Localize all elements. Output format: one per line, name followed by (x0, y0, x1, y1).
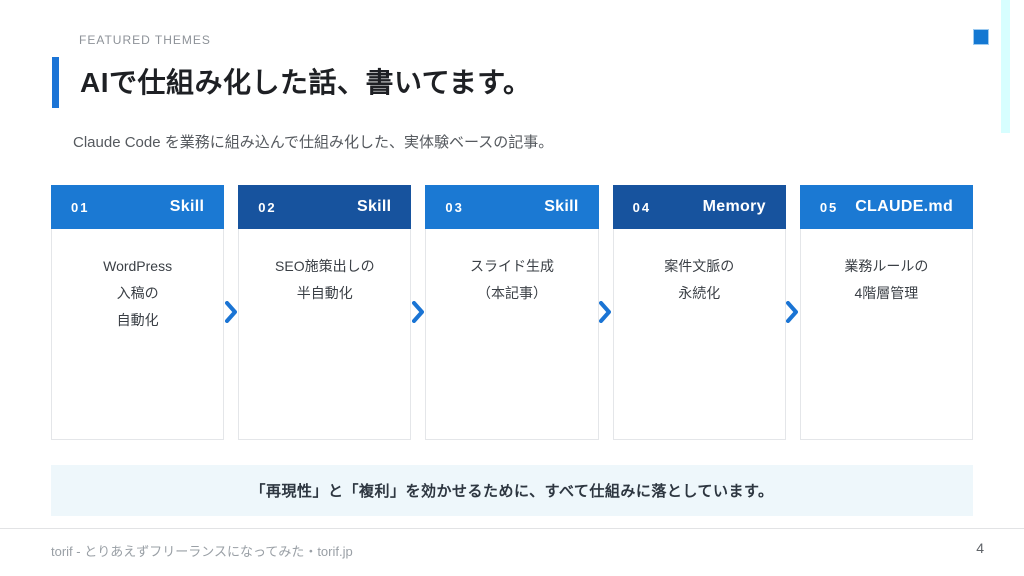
card-number: 02 (258, 199, 277, 215)
card-step-1: 01 Skill WordPress 入稿の 自動化 (51, 185, 225, 440)
card-tag: Skill (357, 198, 392, 215)
card-step-3: 03 Skill スライド生成 （本記事） (425, 185, 599, 440)
page-number: 4 (976, 540, 984, 556)
cards-row: 01 Skill WordPress 入稿の 自動化 02 Skill SEO施… (51, 185, 974, 440)
card-line: 自動化 (116, 312, 159, 328)
eyebrow-label: FEATURED THEMES (79, 33, 211, 47)
card-body: 案件文脈の 永続化 (614, 229, 785, 307)
card-number: 05 (819, 199, 839, 215)
subtitle: Claude Code を業務に組み込んで仕組み化した、実体験ベースの記事。 (73, 134, 554, 151)
chevron-right-icon (786, 301, 798, 323)
footer-site-label: torif - とりあえずフリーランスになってみた・torif.jp (51, 544, 353, 559)
summary-banner: 「再現性」と「複利」を効かせるために、すべて仕組みに落としています。 (51, 465, 973, 516)
card-line: スライド生成 (470, 258, 554, 274)
card-line: （本記事） (477, 285, 547, 301)
card-step-4: 04 Memory 案件文脈の 永続化 (612, 185, 786, 440)
card-line: SEO施策出しの (275, 258, 375, 274)
chevron-right-icon (412, 301, 424, 323)
corner-square-decoration (973, 29, 989, 45)
card-tag: Memory (702, 198, 766, 215)
card-line: 案件文脈の (664, 258, 735, 274)
card-tag: Skill (544, 198, 579, 215)
card-body: SEO施策出しの 半自動化 (239, 229, 410, 307)
card-header: 02 Skill (238, 185, 412, 229)
chevron-right-icon (225, 301, 237, 323)
card-header: 05 CLAUDE.md (799, 185, 974, 229)
card-line: 半自動化 (296, 285, 353, 301)
card-line: 永続化 (678, 285, 721, 301)
card-number: 01 (71, 199, 90, 215)
card-body: スライド生成 （本記事） (426, 229, 597, 307)
card-step-2: 02 Skill SEO施策出しの 半自動化 (238, 185, 412, 440)
card-line: 入稿の (116, 285, 159, 301)
card-line: 業務ルールの (844, 258, 929, 274)
card-line: 4階層管理 (854, 285, 919, 301)
footer-divider (0, 528, 1024, 529)
card-header: 04 Memory (612, 185, 786, 229)
card-body: 業務ルールの 4階層管理 (801, 229, 972, 307)
card-number: 03 (445, 199, 464, 215)
card-tag: Skill (169, 198, 205, 215)
chevron-right-icon (599, 301, 611, 323)
card-header: 03 Skill (425, 185, 599, 229)
card-tag: CLAUDE.md (855, 198, 954, 215)
card-number: 04 (632, 199, 652, 215)
card-header: 01 Skill (51, 185, 225, 229)
card-step-5: 05 CLAUDE.md 業務ルールの 4階層管理 (799, 185, 974, 440)
edge-stripe-decoration (1001, 0, 1010, 133)
card-line: WordPress (103, 258, 173, 274)
page-title: AIで仕組み化した話、書いてます。 (80, 67, 532, 98)
card-body: WordPress 入稿の 自動化 (52, 229, 223, 334)
title-accent-bar (52, 57, 59, 108)
